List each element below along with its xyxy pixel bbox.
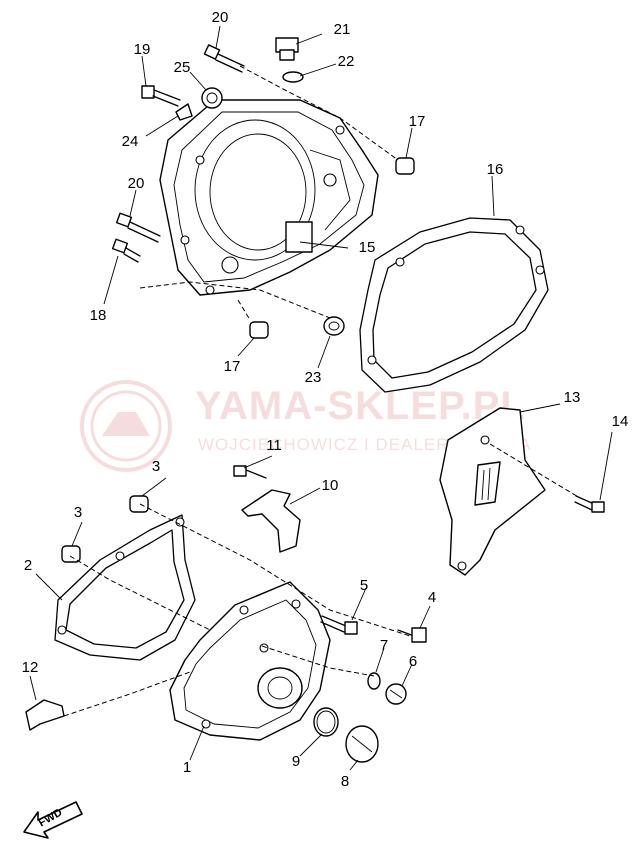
callout-8: 8	[340, 773, 350, 790]
oil-seal-23	[323, 316, 345, 336]
callout-12: 12	[21, 659, 39, 676]
sprocket-cover-part	[439, 407, 546, 576]
callout-17: 17	[408, 113, 426, 130]
o-ring-9	[313, 707, 339, 737]
bolt-14	[574, 495, 605, 513]
callout-22: 22	[337, 53, 355, 70]
dowel-3-upper	[129, 495, 149, 513]
callout-6: 6	[408, 653, 418, 670]
bolt-19	[141, 85, 181, 107]
alignment-line	[239, 65, 399, 161]
bracket-10-part	[241, 489, 301, 553]
clip-24	[175, 103, 193, 121]
dowel-17-bottom	[249, 321, 269, 339]
callout-3: 3	[73, 504, 83, 521]
plug-21	[275, 37, 299, 61]
dowel-3-lower	[61, 545, 81, 563]
crankcase-cover-part	[159, 99, 379, 296]
o-ring-22	[282, 71, 304, 83]
callout-23: 23	[304, 369, 322, 386]
callout-4: 4	[427, 589, 437, 606]
callout-19: 19	[133, 41, 151, 58]
callout-21: 21	[333, 21, 351, 38]
bolt-11	[233, 465, 267, 479]
callout-17: 17	[223, 358, 241, 375]
callout-14: 14	[611, 413, 629, 430]
alignment-line	[237, 299, 251, 321]
gasket-2-part	[54, 514, 196, 661]
callout-13: 13	[563, 389, 581, 406]
callout-10: 10	[321, 477, 339, 494]
plug-8	[345, 725, 379, 763]
alignment-line	[489, 443, 581, 499]
alignment-line	[69, 555, 211, 631]
callout-3: 3	[151, 458, 161, 475]
cap-6	[385, 683, 407, 705]
callout-11: 11	[266, 437, 282, 454]
callout-5: 5	[359, 577, 369, 594]
callout-20: 20	[127, 175, 145, 192]
callout-9: 9	[291, 753, 301, 770]
bolt-18	[111, 238, 141, 263]
alignment-line	[139, 281, 331, 319]
oil-seal-25	[201, 87, 223, 109]
fwd-arrow-icon	[23, 801, 83, 839]
leader-lines	[29, 25, 613, 771]
callout-20: 20	[211, 9, 229, 26]
callout-7: 7	[379, 637, 389, 654]
callout-18: 18	[89, 307, 107, 324]
dowel-17-top	[395, 157, 415, 175]
callout-15: 15	[358, 239, 376, 256]
clamp-12	[25, 699, 65, 731]
callout-24: 24	[121, 133, 139, 150]
bolt-5	[320, 615, 358, 635]
bolt-20-mid	[115, 212, 161, 243]
callout-25: 25	[173, 59, 191, 76]
callout-1: 1	[182, 759, 192, 776]
bolt-20-top	[203, 44, 245, 73]
callout-2: 2	[23, 557, 33, 574]
crankcase-cover-1-part	[169, 581, 331, 741]
alignment-line	[63, 671, 191, 717]
bolt-4	[397, 627, 427, 643]
o-ring-7	[367, 672, 381, 690]
callout-16: 16	[486, 161, 504, 178]
gasket-16-part	[359, 217, 549, 393]
alignment-line	[139, 503, 411, 637]
